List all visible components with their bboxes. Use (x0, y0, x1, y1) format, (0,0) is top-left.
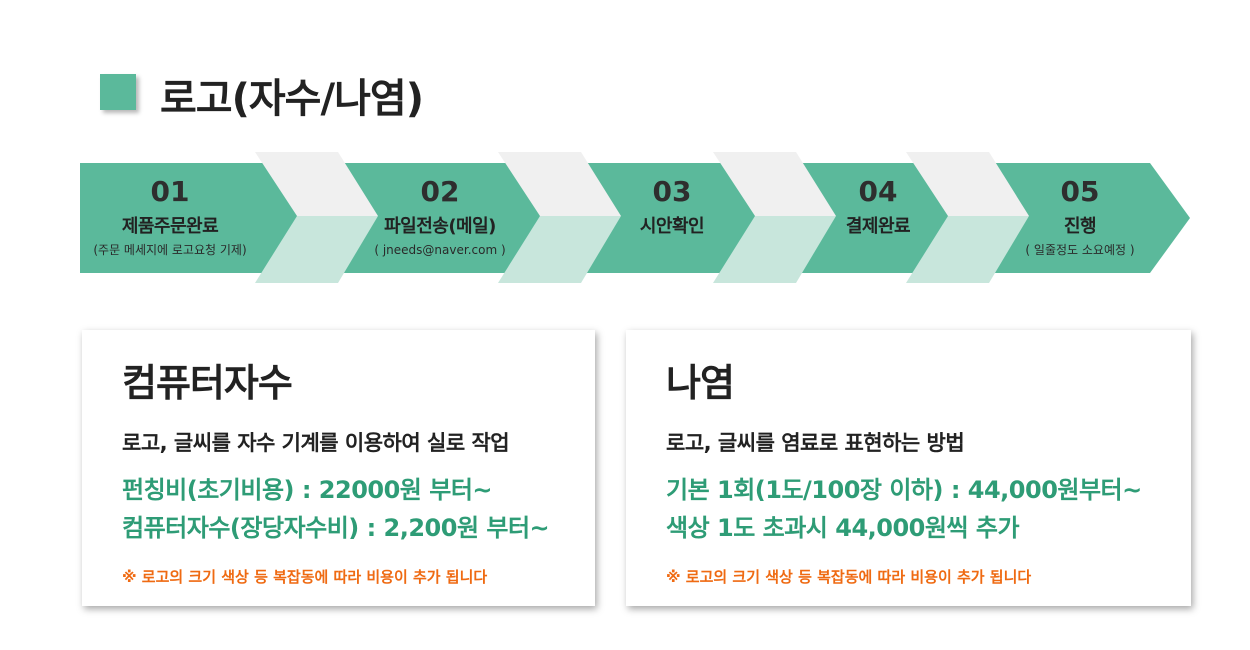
price-line: 펀칭비(초기비용) : 22000원 부터~ (122, 476, 493, 504)
step-label: 제품주문완료 (121, 216, 219, 237)
step-label: 파일전송(메일) (384, 216, 496, 237)
card-note: ※ 로고의 크기 색상 등 복잡동에 따라 비용이 추가 됩니다 (666, 568, 1032, 586)
card-title: 컴퓨터자수 (122, 361, 293, 405)
card-description: 로고, 글씨를 염료로 표현하는 방법 (666, 431, 965, 455)
step-2: 02 파일전송(메일) ( jneeds@naver.com ) (320, 176, 560, 258)
step-label: 시안확인 (639, 216, 705, 237)
step-number: 03 (652, 175, 692, 208)
step-number: 04 (858, 175, 898, 208)
embroidery-card: 컴퓨터자수 로고, 글씨를 자수 기계를 이용하여 실로 작업 펀칭비(초기비용… (82, 330, 595, 606)
card-note: ※ 로고의 크기 색상 등 복잡동에 따라 비용이 추가 됩니다 (122, 568, 488, 586)
flow-chevron-bottom (906, 216, 1029, 283)
flow-chevron-top (906, 152, 1029, 216)
page-title: 로고(자수/나염) (160, 76, 424, 122)
flow-chevron-bottom (255, 216, 378, 283)
price-line: 기본 1회(1도/100장 이하) : 44,000원부터~ (666, 476, 1142, 504)
step-label: 결제완료 (845, 216, 911, 237)
step-number: 01 (150, 175, 190, 208)
price-line: 컴퓨터자수(장당자수비) : 2,200원 부터~ (122, 514, 550, 542)
card-title: 나염 (666, 361, 735, 405)
step-note: (주문 메세지에 로고요청 기제) (93, 243, 247, 257)
step-1: 01 제품주문완료 (주문 메세지에 로고요청 기제) (50, 176, 290, 258)
step-note: ( 일줄정도 소요예정 ) (1025, 243, 1135, 257)
step-4: 04 결제완료 (758, 176, 998, 242)
step-3: 03 시안확인 (552, 176, 792, 242)
flow-chevron-top (255, 152, 378, 216)
step-note: ( jneeds@naver.com ) (374, 243, 506, 257)
flow-chevron-top (498, 152, 621, 216)
flow-chevron-top (713, 152, 836, 216)
step-5: 05 진행 ( 일줄정도 소요예정 ) (960, 176, 1200, 258)
price-line: 색상 1도 초과시 44,000원씩 추가 (666, 514, 1020, 542)
flow-chevron-bottom (498, 216, 621, 283)
printing-card: 나염 로고, 글씨를 염료로 표현하는 방법 기본 1회(1도/100장 이하)… (626, 330, 1191, 606)
title-square-icon (100, 74, 136, 110)
step-label: 진행 (1063, 216, 1097, 237)
card-description: 로고, 글씨를 자수 기계를 이용하여 실로 작업 (122, 431, 510, 455)
flow-chevron-bottom (713, 216, 836, 283)
step-number: 02 (420, 175, 460, 208)
step-number: 05 (1060, 175, 1100, 208)
